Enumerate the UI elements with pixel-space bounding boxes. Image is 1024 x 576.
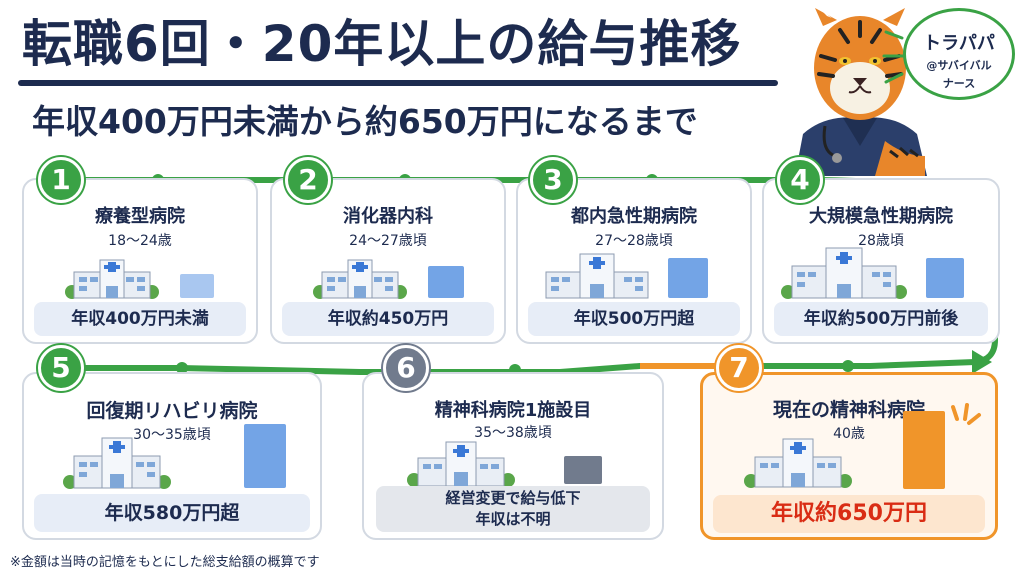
salary-label: 年収580万円超 xyxy=(34,494,310,532)
salary-note-line2: 年収は不明 xyxy=(475,510,551,528)
career-card-7: 現在の精神科病院 40歳 年収約650万円 xyxy=(700,372,998,540)
salary-note-line1: 経営変更で給与低下 xyxy=(445,489,581,507)
hospital-icon xyxy=(313,259,407,299)
salary-note: 経営変更で給与低下 年収は不明 xyxy=(376,486,650,532)
salary-label: 年収約500万円前後 xyxy=(774,302,988,336)
hospital-icon xyxy=(545,253,649,299)
career-card-3: 都内急性期病院 27〜28歳頃 年収500万円超 xyxy=(516,178,752,344)
profile-handle-line2: ナース xyxy=(942,77,976,90)
hospital-name: 現在の精神科病院 xyxy=(772,399,925,421)
age-range: 40歳 xyxy=(833,426,865,442)
step-badge-5: 5 xyxy=(38,345,84,391)
career-card-5: 回復期リハビリ病院 30〜35歳頃 年収580万円超 xyxy=(22,372,322,540)
profile-bubble: トラパパ @サバイバル ナース xyxy=(903,8,1015,100)
salary-label: 年収400万円未満 xyxy=(34,302,246,336)
hospital-name: 精神科病院1施設目 xyxy=(434,400,592,421)
step-badge-7: 7 xyxy=(716,345,762,391)
page-title: 転職6回・20年以上の給与推移 xyxy=(22,15,742,73)
page-subtitle: 年収400万円未満から約650万円になるまで xyxy=(32,102,698,141)
age-range: 24〜27歳頃 xyxy=(349,233,427,249)
age-range: 18〜24歳 xyxy=(108,233,172,249)
age-range: 35〜38歳頃 xyxy=(474,425,552,441)
career-card-2: 消化器内科 24〜27歳頃 年収約450万円 xyxy=(270,178,506,344)
career-card-4: 大規模急性期病院 28歳頃 年収約500万円前後 xyxy=(762,178,1000,344)
salary-bar xyxy=(668,258,708,298)
salary-bar xyxy=(428,266,464,298)
step-badge-3: 3 xyxy=(530,157,576,203)
age-range: 27〜28歳頃 xyxy=(595,233,673,249)
salary-bar xyxy=(244,424,286,488)
unknown-salary-bar xyxy=(564,456,602,484)
sparkle-icon xyxy=(951,403,981,425)
hospital-icon xyxy=(407,441,515,487)
tiger-nurse-illustration xyxy=(795,8,927,176)
salary-label: 年収500万円超 xyxy=(528,302,740,336)
step-badge-6: 6 xyxy=(383,345,429,391)
hospital-name: 都内急性期病院 xyxy=(571,206,697,227)
salary-label: 年収約650万円 xyxy=(713,495,985,533)
career-card-1: 療養型病院 18〜24歳 年収400万円未満 xyxy=(22,178,258,344)
speech-rays-icon xyxy=(882,30,906,84)
hospital-icon xyxy=(65,259,159,299)
step-badge-4: 4 xyxy=(777,157,823,203)
career-card-6: 精神科病院1施設目 35〜38歳頃 経営変更で給与低下 年収は不明 xyxy=(362,372,664,540)
hospital-name: 回復期リハビリ病院 xyxy=(86,400,258,422)
profile-handle-line1: @サバイバル xyxy=(926,59,992,72)
hospital-icon xyxy=(63,437,171,489)
age-range: 28歳頃 xyxy=(858,233,904,249)
footnote: ※金額は当時の記憶をもとにした総支給額の概算です xyxy=(10,555,320,570)
hospital-name: 消化器内科 xyxy=(343,206,433,227)
hospital-icon xyxy=(781,247,907,299)
title-underline xyxy=(18,80,778,86)
salary-bar xyxy=(180,274,214,298)
age-range: 30〜35歳頃 xyxy=(133,427,211,443)
step-badge-1: 1 xyxy=(38,157,84,203)
profile-name: トラパパ xyxy=(923,33,995,54)
hospital-icon xyxy=(744,438,852,488)
salary-bar xyxy=(926,258,964,298)
hospital-name: 大規模急性期病院 xyxy=(809,206,953,227)
hospital-name: 療養型病院 xyxy=(95,206,185,227)
salary-label: 年収約450万円 xyxy=(282,302,494,336)
salary-bar xyxy=(903,411,945,489)
step-badge-2: 2 xyxy=(285,157,331,203)
